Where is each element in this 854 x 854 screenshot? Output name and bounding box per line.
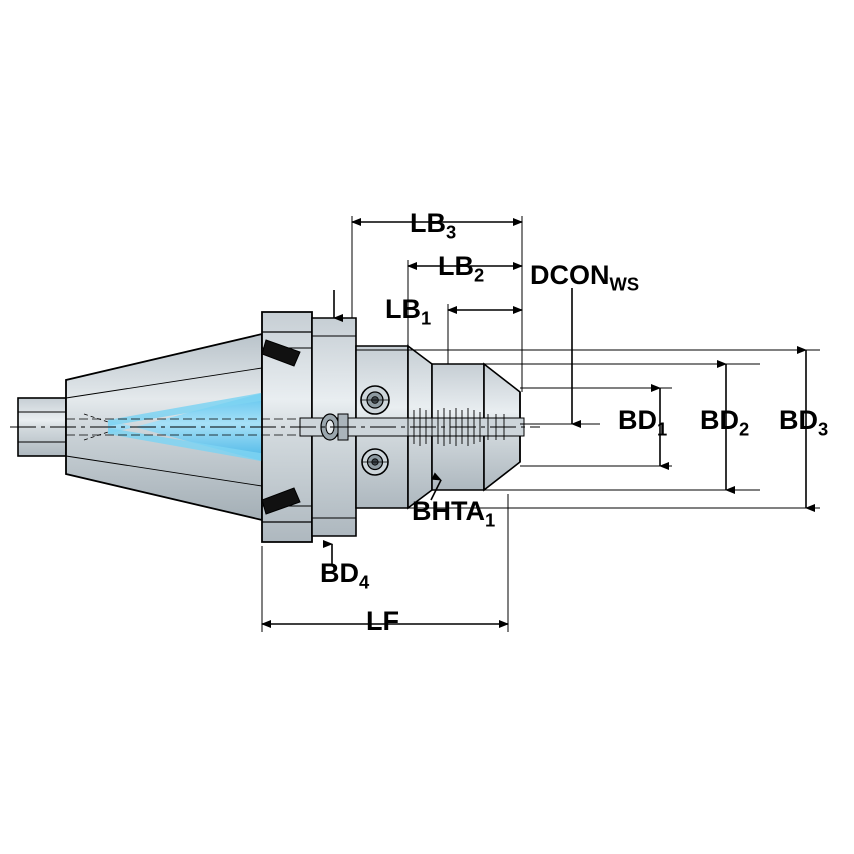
label-bd3-sub: 3 xyxy=(818,418,829,440)
flange xyxy=(261,311,313,543)
label-lb1-base: LB xyxy=(385,294,421,324)
label-bd3: BD3 xyxy=(779,407,828,439)
label-lb2-sub: 2 xyxy=(474,264,485,286)
label-lb1: LB1 xyxy=(385,296,431,328)
label-dconws: DCONWS xyxy=(530,262,639,294)
drive-slot-lower xyxy=(261,487,301,515)
dimension-lines xyxy=(261,216,820,632)
dim-bhta1-leader xyxy=(430,472,442,501)
label-lb3-sub: 3 xyxy=(446,221,457,243)
label-bd4-sub: 4 xyxy=(359,571,370,593)
label-lb3: LB3 xyxy=(410,210,456,242)
label-bd1-sub: 1 xyxy=(657,418,668,440)
label-dconws-base: DCON xyxy=(530,260,610,290)
label-bd3-base: BD xyxy=(779,405,818,435)
label-bhta1-sub: 1 xyxy=(484,509,496,531)
label-lf-base: LF xyxy=(366,606,399,636)
label-lb3-base: LB xyxy=(410,208,446,238)
drive-slot-upper xyxy=(261,339,301,367)
label-bhta1-base: BHTA xyxy=(412,496,485,526)
set-screw-lower xyxy=(361,448,389,476)
label-bd1: BD1 xyxy=(618,407,667,439)
label-lb1-sub: 1 xyxy=(421,307,432,329)
label-bd2-sub: 2 xyxy=(739,418,750,440)
label-lf: LF xyxy=(366,608,399,640)
label-bd1-base: BD xyxy=(618,405,657,435)
label-lb2: LB2 xyxy=(438,253,484,285)
tool-body-geometry xyxy=(10,311,540,543)
label-bd4-base: BD xyxy=(320,558,359,588)
label-bd4: BD4 xyxy=(320,560,369,592)
label-dconws-sub: WS xyxy=(609,273,640,295)
set-screw-upper xyxy=(360,385,390,415)
label-bhta1: BHTA1 xyxy=(412,498,495,530)
label-bd2: BD2 xyxy=(700,407,749,439)
label-lb2-base: LB xyxy=(438,251,474,281)
label-bd2-base: BD xyxy=(700,405,739,435)
